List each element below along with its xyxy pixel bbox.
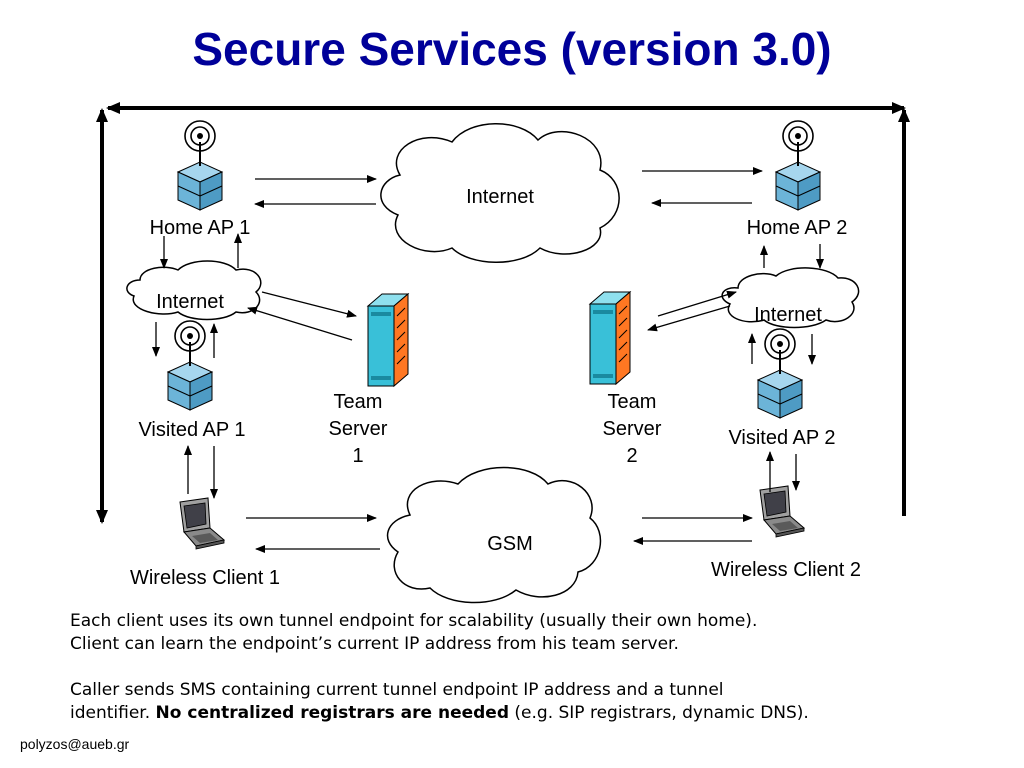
wireless-client-2-laptop-icon xyxy=(759,485,805,538)
internet-top-label: Internet xyxy=(466,186,534,208)
visited-ap-1-antenna-tower-icon xyxy=(167,320,213,411)
outer-frame xyxy=(96,102,910,524)
notes-text-run: identifier. xyxy=(70,703,156,723)
team-server-1-label-line2: Server xyxy=(329,418,388,440)
home-ap-2-antenna-tower-icon xyxy=(775,120,821,211)
visited-ap-2-label: Visited AP 2 xyxy=(728,427,835,449)
visited-ap-1-label: Visited AP 1 xyxy=(138,419,245,441)
cloud-icon xyxy=(386,466,602,604)
wireless-client-1-label: Wireless Client 1 xyxy=(130,567,280,589)
home-ap-1-label: Home AP 1 xyxy=(150,217,251,239)
notes-bold-run: No centralized registrars are needed xyxy=(155,703,509,723)
team-server-2-server-rack-icon xyxy=(589,291,631,385)
team-server-1-label-line1: Team xyxy=(334,391,383,413)
team-server-2-label-line3: 2 xyxy=(626,445,637,467)
internet-left-label: Internet xyxy=(156,291,224,313)
wireless-client-1-laptop-icon xyxy=(179,497,225,550)
footer-email: polyzos@aueb.gr xyxy=(20,736,130,752)
team-server-1-label-line3: 1 xyxy=(352,445,363,467)
notes-line: Caller sends SMS containing current tunn… xyxy=(70,680,724,700)
notes-line: identifier. No centralized registrars ar… xyxy=(70,702,970,725)
team-server-2-label-line2: Server xyxy=(603,418,662,440)
notes-text: Each client uses its own tunnel endpoint… xyxy=(70,610,970,725)
notes-line: Client can learn the endpoint’s current … xyxy=(70,634,679,654)
team-server-1-server-rack-icon xyxy=(367,293,409,387)
notes-line: Each client uses its own tunnel endpoint… xyxy=(70,611,758,631)
slide-title: Secure Services (version 3.0) xyxy=(192,23,832,75)
cloud-icon xyxy=(380,123,620,263)
home-ap-1-antenna-tower-icon xyxy=(177,120,223,211)
wireless-client-2-label: Wireless Client 2 xyxy=(711,559,861,581)
connection-arrows xyxy=(152,167,824,553)
home-ap-2-label: Home AP 2 xyxy=(747,217,848,239)
cloud-icon xyxy=(721,267,860,329)
internet-right-label: Internet xyxy=(754,304,822,326)
team-server-2-label-line1: Team xyxy=(608,391,657,413)
gsm-label: GSM xyxy=(487,533,533,555)
notes-text-run: (e.g. SIP registrars, dynamic DNS). xyxy=(509,703,809,723)
visited-ap-2-antenna-tower-icon xyxy=(757,328,803,419)
